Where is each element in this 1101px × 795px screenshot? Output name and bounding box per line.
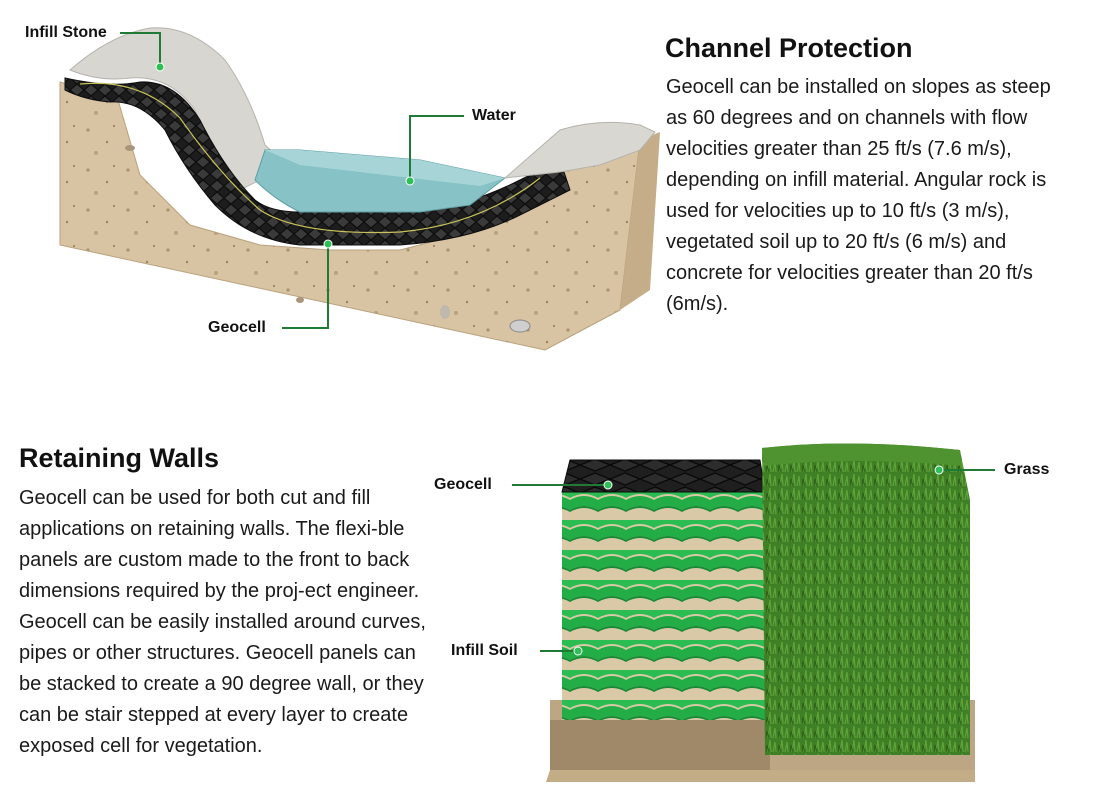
geocell-retaining-label: Geocell — [434, 476, 492, 493]
grass-callout-line — [934, 465, 995, 475]
channel-protection-heading: Channel Protection — [665, 33, 913, 63]
water-label: Water — [472, 107, 516, 124]
geocell-label: Geocell — [208, 319, 266, 336]
infill-stone-callout-line — [120, 32, 165, 72]
infill-soil-label: Infill Soil — [451, 642, 518, 659]
geocell-callout-line — [282, 239, 333, 329]
channel-protection-text: Geocell can be installed on slopes as st… — [666, 76, 1051, 315]
retaining-wall-illustration — [512, 443, 995, 782]
water-callout-line — [405, 115, 464, 186]
grass-label: Grass — [1004, 461, 1050, 478]
infill-soil-callout-line — [540, 646, 583, 656]
geocell-retaining-callout-line — [512, 480, 613, 490]
infill-stone-label: Infill Stone — [25, 24, 107, 41]
retaining-walls-text: Geocell can be used for both cut and fil… — [19, 487, 426, 757]
retaining-walls-heading: Retaining Walls — [19, 443, 220, 473]
channel-cross-section-illustration — [59, 27, 660, 351]
